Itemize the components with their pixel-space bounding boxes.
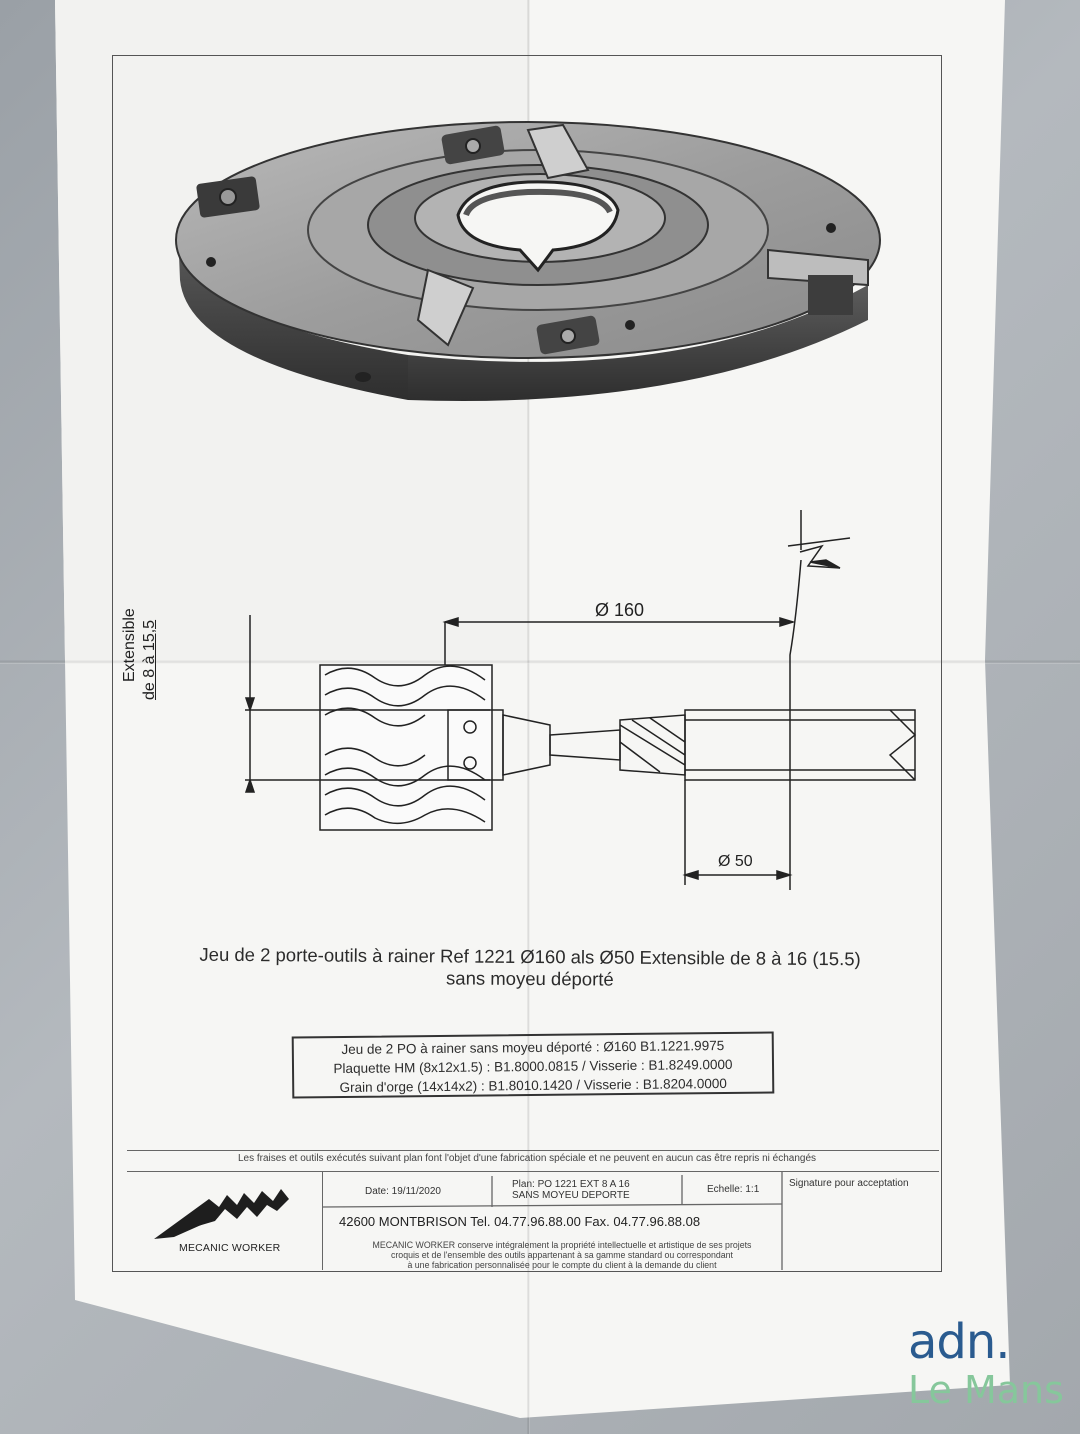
scale-field: Echelle: 1:1: [707, 1184, 760, 1195]
cartouche-grid: MECANIC WORKER Date: 19/11/2020 Plan: PO…: [127, 1171, 939, 1270]
plan-line1: Plan: PO 1221 EXT 8 A 16: [512, 1179, 630, 1190]
technical-drawing: [244, 510, 917, 890]
special-fabrication-notice: Les fraises et outils exécutés suivant p…: [237, 1153, 817, 1164]
drawing-frame: [112, 55, 942, 1272]
title-cartouche: Les fraises et outils exécutés suivant p…: [127, 1150, 939, 1270]
rights-line3: à une fabrication personnalisée pour le …: [407, 1260, 717, 1270]
rights-line1: MECANIC WORKER conserve intégralement la…: [372, 1240, 752, 1250]
extensible-label-line2: de 8 à 15,5: [141, 619, 158, 700]
drawing-title: Jeu de 2 porte-outils à rainer Ref 1221 …: [140, 943, 920, 992]
tool-holder-3d-render: [175, 121, 881, 401]
signature-field: Signature pour acceptation: [789, 1178, 909, 1189]
cartouche-lines: [322, 1172, 783, 1270]
reference-box: Jeu de 2 PO à rainer sans moyeu déporté …: [291, 1031, 775, 1099]
adn-le-mans-watermark: adn. Le Mans: [908, 1318, 1064, 1410]
watermark-line2: Le Mans: [908, 1368, 1064, 1412]
logo-cell: MECANIC WORKER: [127, 1172, 323, 1270]
extensible-label-line1: Extensible: [121, 608, 138, 682]
reference-line-3: Grain d'orge (14x14x2) : B1.8010.1420 / …: [339, 1075, 727, 1096]
watermark-line1: adn.: [908, 1314, 1011, 1370]
mecanic-worker-logo: [154, 1189, 289, 1239]
company-name: MECANIC WORKER: [179, 1242, 281, 1254]
diameter-160-label: Ø 160: [595, 600, 645, 620]
company-address: 42600 MONTBRISON Tel. 04.77.96.88.00 Fax…: [339, 1214, 701, 1229]
extensible-label: Extensible de 8 à 15,5: [120, 608, 160, 700]
vertical-fold: [527, 0, 530, 1434]
intellectual-property-notice: MECANIC WORKER conserve intégralement la…: [332, 1240, 792, 1270]
plan-line2: SANS MOYEU DEPORTE: [512, 1190, 630, 1201]
diameter-50-label: Ø 50: [718, 853, 753, 870]
horizontal-fold: [0, 660, 1080, 664]
rights-line2: croquis et de l'ensemble des outils appa…: [390, 1250, 734, 1260]
date-field: Date: 19/11/2020: [365, 1186, 441, 1197]
plan-field: Plan: PO 1221 EXT 8 A 16 SANS MOYEU DEPO…: [512, 1179, 630, 1201]
